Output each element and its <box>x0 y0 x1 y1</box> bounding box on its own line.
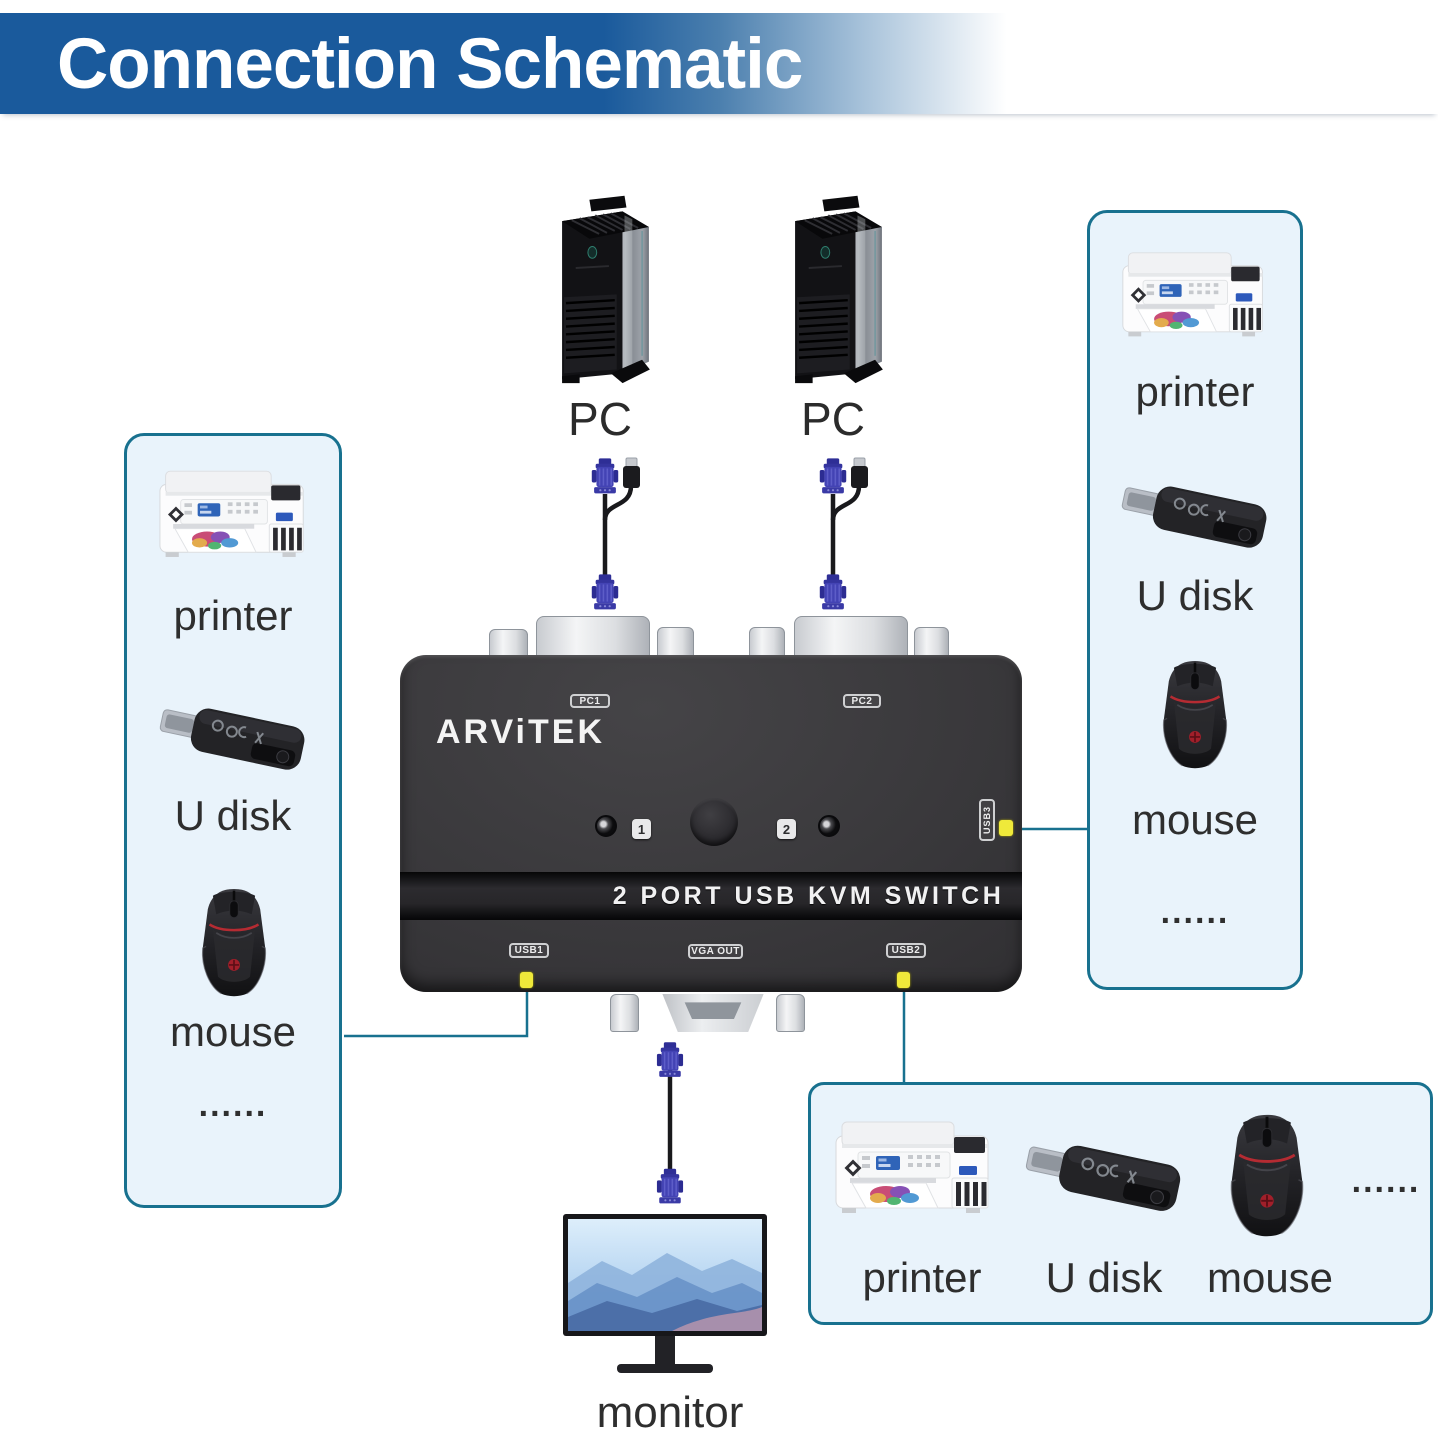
printer-image <box>826 1108 1001 1230</box>
printer-label: printer <box>173 592 293 639</box>
u-disk-label: U disk <box>1045 1254 1163 1301</box>
mouse-image <box>1224 1106 1310 1246</box>
screw-post <box>776 994 805 1032</box>
usb2-indicator-dot <box>897 972 910 988</box>
pc2-port-badge: PC2 <box>843 694 881 708</box>
printer-image <box>148 458 318 573</box>
printer-label: printer <box>1135 368 1255 415</box>
vga-out-port <box>662 994 764 1032</box>
left-peripherals-panel <box>124 433 342 1208</box>
kvm-cable-pc2 <box>811 456 871 614</box>
switch-button[interactable] <box>690 798 738 846</box>
brand-logo: ARViTEK <box>436 713 606 751</box>
led-indicator-1 <box>595 815 617 837</box>
more-devices-dots: ...... <box>1160 893 1230 931</box>
vga-port-pc2 <box>794 616 908 660</box>
pc1-label: PC <box>568 393 632 445</box>
port2-key-badge: 2 <box>777 819 796 839</box>
mouse-image <box>1157 658 1233 772</box>
mouse-label: mouse <box>169 1008 297 1055</box>
pc1-port-badge: PC1 <box>570 694 610 708</box>
header-banner: Connection Schematic <box>0 13 1438 114</box>
monitor-label: monitor <box>596 1388 744 1437</box>
printer-image <box>1109 240 1279 352</box>
printer-label: printer <box>862 1254 982 1301</box>
usb1-connection-line <box>344 986 529 1038</box>
mouse-label: mouse <box>1206 1254 1334 1301</box>
u-disk-label: U disk <box>1136 572 1254 619</box>
usb3-port-badge: USB3 <box>979 799 995 841</box>
monitor-image <box>562 1213 768 1373</box>
vga-out-badge: VGA OUT <box>688 944 743 959</box>
usb3-indicator-dot <box>999 820 1013 836</box>
port1-key-badge: 1 <box>632 819 651 839</box>
u-disk-label: U disk <box>174 792 292 839</box>
more-devices-dots: ...... <box>1351 1162 1421 1200</box>
mouse-label: mouse <box>1131 796 1259 843</box>
kvm-front-band: 2 PORT USB KVM SWITCH <box>400 872 1022 920</box>
page-title: Connection Schematic <box>57 25 803 104</box>
more-devices-dots: ...... <box>198 1086 268 1124</box>
usb1-indicator-dot <box>520 972 533 988</box>
monitor-vga-cable <box>650 1040 690 1208</box>
screw-post <box>610 994 639 1032</box>
screw-post <box>657 627 694 660</box>
usb1-port-badge: USB1 <box>509 943 549 958</box>
kvm-model-text: 2 PORT USB KVM SWITCH <box>612 881 1005 910</box>
led-indicator-2 <box>818 815 840 837</box>
pc1-image <box>546 188 664 388</box>
kvm-cable-pc1 <box>583 456 643 614</box>
pc2-image <box>779 188 897 388</box>
kvm-switch: PC1 PC2 ARViTEK 1 2 USB3 2 PORT USB KVM … <box>400 655 1022 992</box>
pc2-label: PC <box>801 393 865 445</box>
screw-post <box>914 627 949 660</box>
usb2-port-badge: USB2 <box>886 943 926 958</box>
right-peripherals-panel <box>1087 210 1303 990</box>
vga-port-pc1 <box>536 616 650 660</box>
mouse-image <box>196 886 272 1000</box>
